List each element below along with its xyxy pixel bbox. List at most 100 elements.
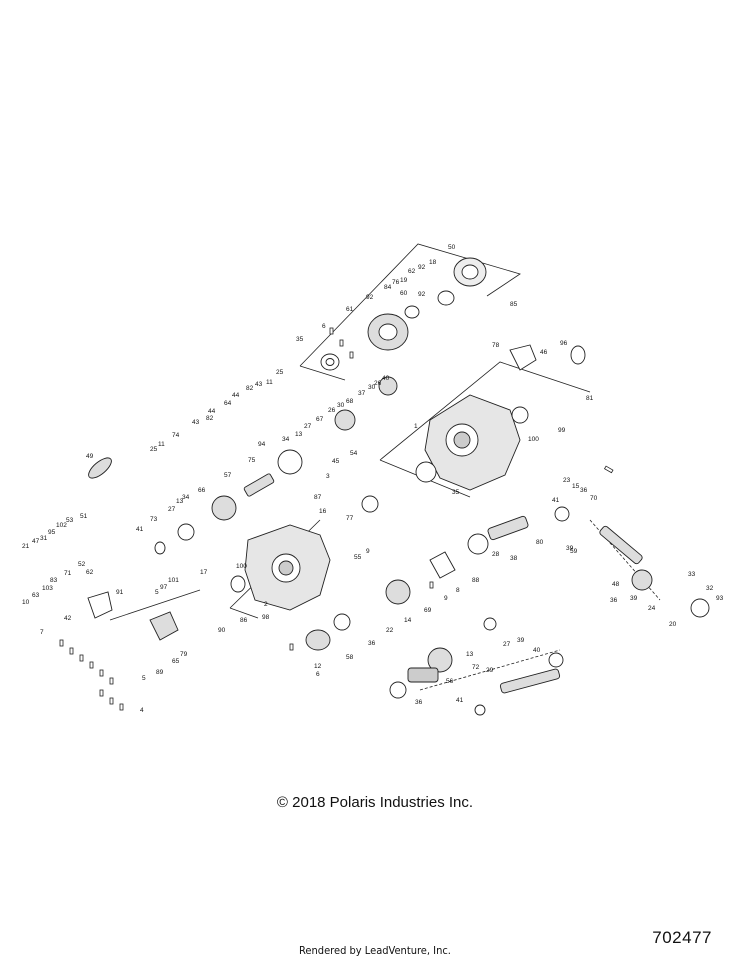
bearing-39-mid — [483, 617, 497, 631]
callout-25b: 25 — [276, 369, 284, 376]
ring-77 — [361, 495, 379, 513]
callout-14: 14 — [404, 617, 412, 624]
callout-63: 63 — [32, 592, 40, 599]
callout-79: 79 — [180, 651, 188, 658]
callout-44a: 44 — [208, 408, 216, 415]
gear-62 — [437, 290, 455, 306]
callout-36b: 36 — [368, 640, 376, 647]
shaft-80 — [487, 515, 529, 541]
callout-78: 78 — [492, 342, 500, 349]
callout-61: 61 — [346, 306, 354, 313]
callout-38: 38 — [510, 555, 518, 562]
callout-37: 37 — [358, 390, 366, 397]
gear-67 — [334, 409, 356, 431]
callout-19: 19 — [400, 277, 408, 284]
seal-70 — [554, 506, 570, 522]
callout-29: 29 — [486, 667, 494, 674]
gear-66 — [211, 495, 237, 521]
callout-43b: 43 — [255, 381, 263, 388]
fastener-hardware — [59, 327, 614, 711]
callout-69: 69 — [424, 607, 432, 614]
callout-39b: 39 — [517, 637, 525, 644]
callout-60: 60 — [400, 290, 408, 297]
frame-81 — [379, 361, 591, 461]
gear-73 — [177, 523, 195, 541]
callout-58: 58 — [346, 654, 354, 661]
callout-32: 32 — [706, 585, 714, 592]
callout-18: 18 — [429, 259, 437, 266]
callout-50: 50 — [448, 244, 456, 251]
callout-8: 8 — [456, 587, 460, 594]
shaft-29 — [499, 668, 561, 694]
seal-28 — [467, 533, 489, 555]
callout-65: 65 — [172, 658, 180, 665]
bearing-36-lower — [389, 681, 407, 699]
callout-74: 74 — [172, 432, 180, 439]
callout-90: 90 — [218, 627, 226, 634]
callout-39c: 39 — [566, 545, 574, 552]
callout-39a: 39 — [630, 595, 638, 602]
callout-94: 94 — [258, 441, 266, 448]
rendered-by-credit: Rendered by LeadVenture, Inc. — [299, 944, 451, 957]
callout-93: 93 — [716, 595, 724, 602]
assembly-frames — [109, 243, 661, 691]
callout-57: 57 — [224, 472, 232, 479]
frame-85 — [299, 243, 521, 367]
callout-67: 67 — [316, 416, 324, 423]
callout-1: 1 — [414, 423, 418, 430]
copyright-notice: © 2018 Polaris Industries Inc. — [276, 794, 474, 811]
callout-23: 23 — [563, 477, 571, 484]
callout-12: 12 — [314, 663, 322, 670]
callout-4: 4 — [140, 707, 144, 714]
callout-26a: 26 — [328, 407, 336, 414]
callout-95: 95 — [48, 529, 56, 536]
callout-80: 80 — [536, 539, 544, 546]
callout-59: 59 — [570, 548, 578, 555]
callout-41b: 41 — [456, 697, 464, 704]
gear-69 — [385, 579, 411, 605]
callout-82b: 82 — [246, 385, 254, 392]
callout-6b: 6 — [316, 671, 320, 678]
callout-27a: 27 — [304, 423, 312, 430]
bearing-14 — [333, 613, 351, 631]
shaft-59 — [599, 525, 643, 565]
callout-40a: 40 — [382, 375, 390, 382]
callout-92b: 92 — [418, 264, 426, 271]
right-housing — [415, 394, 529, 491]
callout-26b: 26 — [374, 380, 382, 387]
gear-72 — [427, 647, 453, 673]
callout-47: 47 — [32, 538, 40, 545]
callout-68: 68 — [346, 398, 354, 405]
callout-64: 64 — [224, 400, 232, 407]
callout-96: 96 — [560, 340, 568, 347]
cover-79 — [149, 611, 179, 641]
callout-81: 81 — [586, 395, 594, 402]
middle-gear-train — [87, 376, 398, 641]
callout-labels: 1 2 3 4 5 5 6 6 7 8 9 9 10 11 11 12 13 1… — [22, 244, 724, 714]
callout-10: 10 — [22, 599, 30, 606]
callout-13a: 13 — [295, 431, 303, 438]
callout-62b: 62 — [86, 569, 94, 576]
callout-31: 31 — [40, 535, 48, 542]
callout-66: 66 — [198, 487, 206, 494]
callout-30a: 30 — [337, 402, 345, 409]
callout-16: 16 — [319, 508, 327, 515]
document-number: 702477 — [652, 928, 712, 947]
callout-62a: 62 — [408, 268, 416, 275]
part-96 — [570, 345, 586, 365]
callout-76: 76 — [392, 279, 400, 286]
callout-73: 73 — [150, 516, 158, 523]
callout-82a: 82 — [206, 415, 214, 422]
callout-22: 22 — [386, 627, 394, 634]
seal-100 — [511, 406, 529, 424]
plate-88 — [429, 551, 456, 579]
bracket-91 — [87, 591, 113, 619]
callout-43a: 43 — [192, 419, 200, 426]
callout-97: 97 — [160, 584, 168, 591]
callout-11a: 11 — [266, 379, 273, 386]
callout-34a: 34 — [282, 436, 290, 443]
callout-36a: 36 — [580, 487, 588, 494]
bracket-78 — [509, 344, 537, 371]
callout-36c: 36 — [415, 699, 423, 706]
callout-101: 101 — [168, 577, 179, 584]
